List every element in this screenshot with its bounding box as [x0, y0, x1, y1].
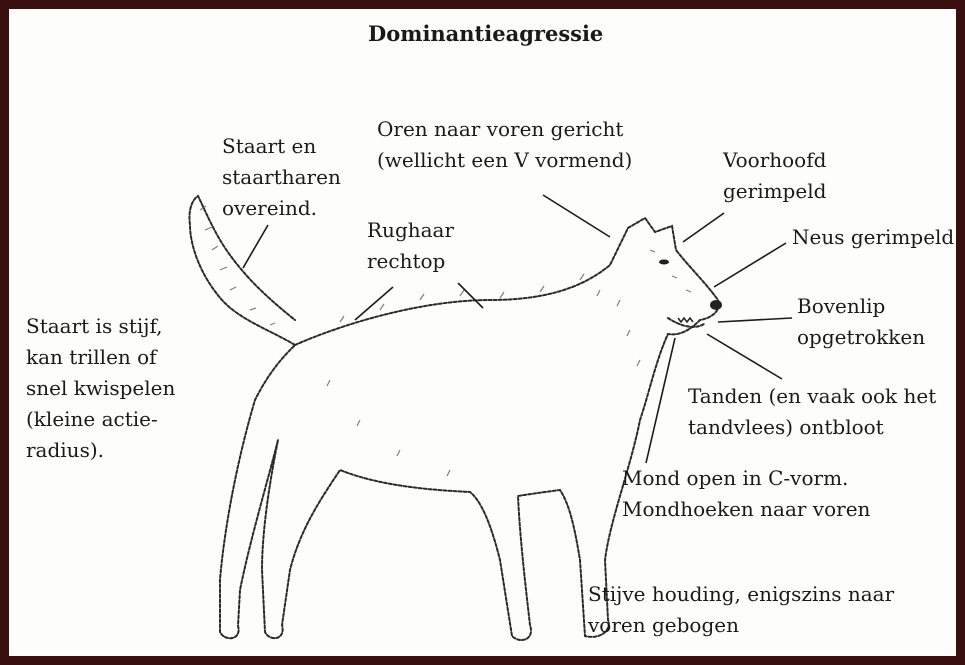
label-forehead: Voorhoofd gerimpeld: [723, 145, 826, 207]
callout-line-forehead: [683, 213, 724, 242]
diagram-title: Dominantieagressie: [368, 18, 603, 49]
callout-line-mouth: [646, 338, 675, 463]
label-mouth: Mond open in C-vorm. Mondhoeken naar vor…: [622, 463, 870, 525]
dog-nose: [710, 300, 722, 310]
label-tail-stiff: Staart is stijf, kan trillen of snel kwi…: [26, 311, 175, 466]
dog-teeth: [678, 318, 693, 322]
label-posture: Stijve houding, enigszins naar voren geb…: [588, 579, 894, 641]
label-upper-lip: Bovenlip opgetrokken: [797, 291, 925, 353]
callout-line-nose: [714, 243, 786, 287]
label-teeth: Tanden (en vaak ook het tandvlees) ontbl…: [688, 381, 936, 443]
label-nose: Neus gerimpeld: [792, 222, 954, 253]
dog-eye: [659, 260, 669, 265]
callout-line-back-left: [355, 287, 393, 320]
label-tail-hair: Staart en staartharen overeind.: [222, 131, 341, 224]
callout-line-tail-hair: [243, 225, 268, 268]
callout-line-ears: [543, 195, 610, 237]
label-ears: Oren naar voren gericht (wellicht een V …: [377, 114, 632, 176]
dog-body-outline: [220, 218, 719, 640]
label-back-hair: Rughaar rechtop: [367, 215, 454, 277]
callout-line-back-right: [458, 283, 483, 308]
callout-line-upper-lip: [718, 318, 792, 322]
callout-line-teeth: [707, 334, 782, 379]
